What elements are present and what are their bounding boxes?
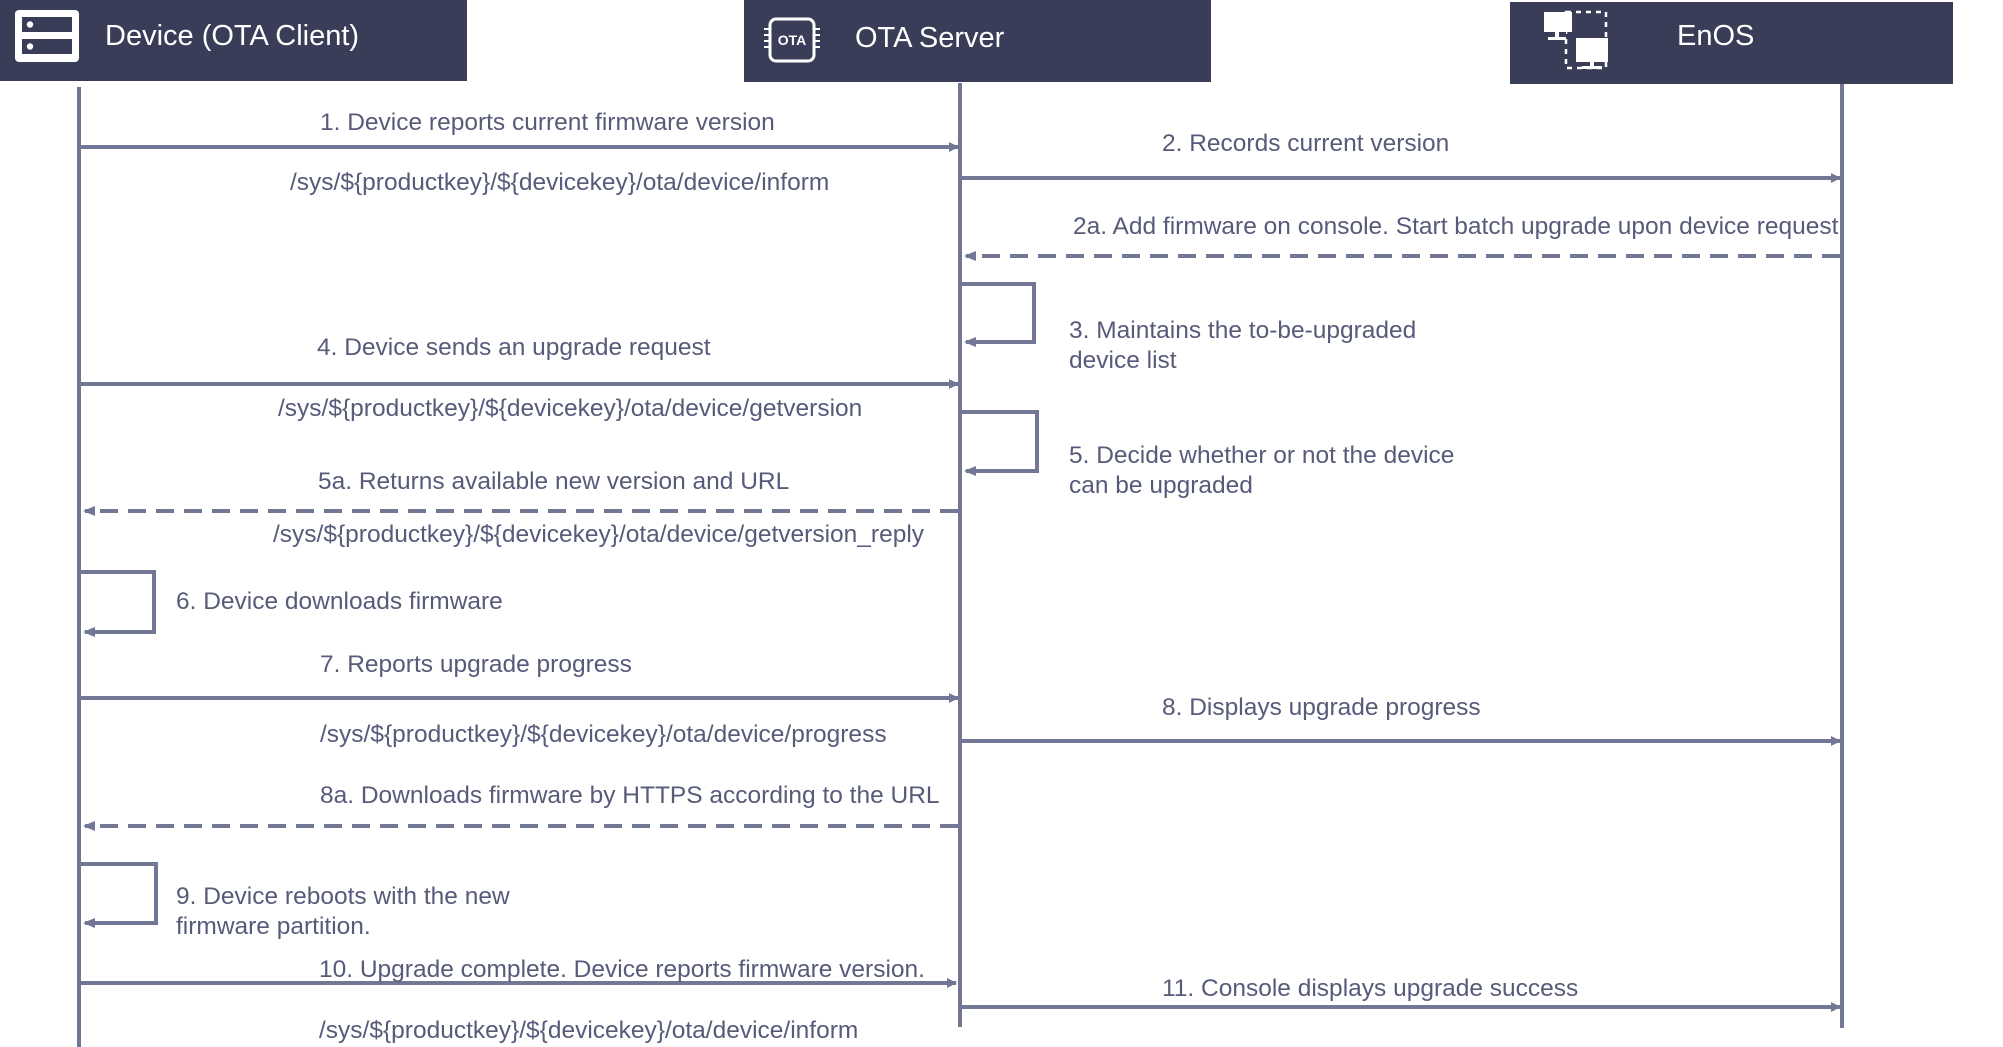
participant-header-enos: EnOS	[1510, 2, 1953, 84]
server-rack-icon	[15, 10, 79, 62]
message-label-7: 7. Reports upgrade progress	[320, 651, 632, 678]
message-label-10: 10. Upgrade complete. Device reports fir…	[319, 956, 925, 983]
self-loop-9	[81, 862, 158, 928]
message-label-3-line1: 3. Maintains the to-be-upgraded	[1069, 317, 1417, 344]
svg-text:OTA: OTA	[778, 32, 807, 48]
self-loop-3	[962, 282, 1036, 347]
participant-title: Device (OTA Client)	[105, 20, 360, 52]
self-loop-5	[962, 410, 1039, 476]
message-label-8: 8. Displays upgrade progress	[1162, 694, 1481, 721]
lifeline-ota-server	[958, 83, 962, 1027]
topic-label-4: /sys/${productkey}/${devicekey}/ota/devi…	[278, 395, 863, 422]
message-label-4: 4. Device sends an upgrade request	[317, 334, 711, 361]
message-label-5a: 5a. Returns available new version and UR…	[318, 468, 790, 495]
message-label-6: 6. Device downloads firmware	[176, 588, 503, 615]
message-label-1: 1. Device reports current firmware versi…	[320, 109, 775, 136]
topic-label-5a: /sys/${productkey}/${devicekey}/ota/devi…	[273, 521, 925, 548]
message-label-3-line2: device list	[1069, 347, 1177, 374]
participant-title: EnOS	[1677, 20, 1755, 52]
network-monitors-icon	[1542, 10, 1608, 70]
message-label-2a: 2a. Add firmware on console. Start batch…	[1073, 213, 1839, 240]
topic-label-10: /sys/${productkey}/${devicekey}/ota/devi…	[319, 1017, 859, 1044]
message-label-11: 11. Console displays upgrade success	[1162, 975, 1579, 1002]
participant-header-ota-server: OTA OTA Server	[744, 0, 1211, 82]
participant-header-device: Device (OTA Client)	[0, 0, 467, 81]
message-label-5-line1: 5. Decide whether or not the device	[1069, 442, 1455, 469]
message-label-9-line2: firmware partition.	[176, 913, 371, 940]
self-loop-6	[81, 570, 156, 637]
topic-label-1: /sys/${productkey}/${devicekey}/ota/devi…	[290, 169, 830, 196]
ota-chip-icon: OTA	[764, 17, 820, 63]
topic-label-7: /sys/${productkey}/${devicekey}/ota/devi…	[320, 721, 887, 748]
message-label-8a: 8a. Downloads firmware by HTTPS accordin…	[320, 782, 940, 809]
participant-title: OTA Server	[855, 22, 1005, 54]
message-label-9-line1: 9. Device reboots with the new	[176, 883, 510, 910]
lifeline-enos	[1840, 84, 1844, 1028]
message-label-2: 2. Records current version	[1162, 130, 1450, 157]
message-label-5-line2: can be upgraded	[1069, 472, 1253, 499]
lifeline-device	[77, 87, 81, 1047]
